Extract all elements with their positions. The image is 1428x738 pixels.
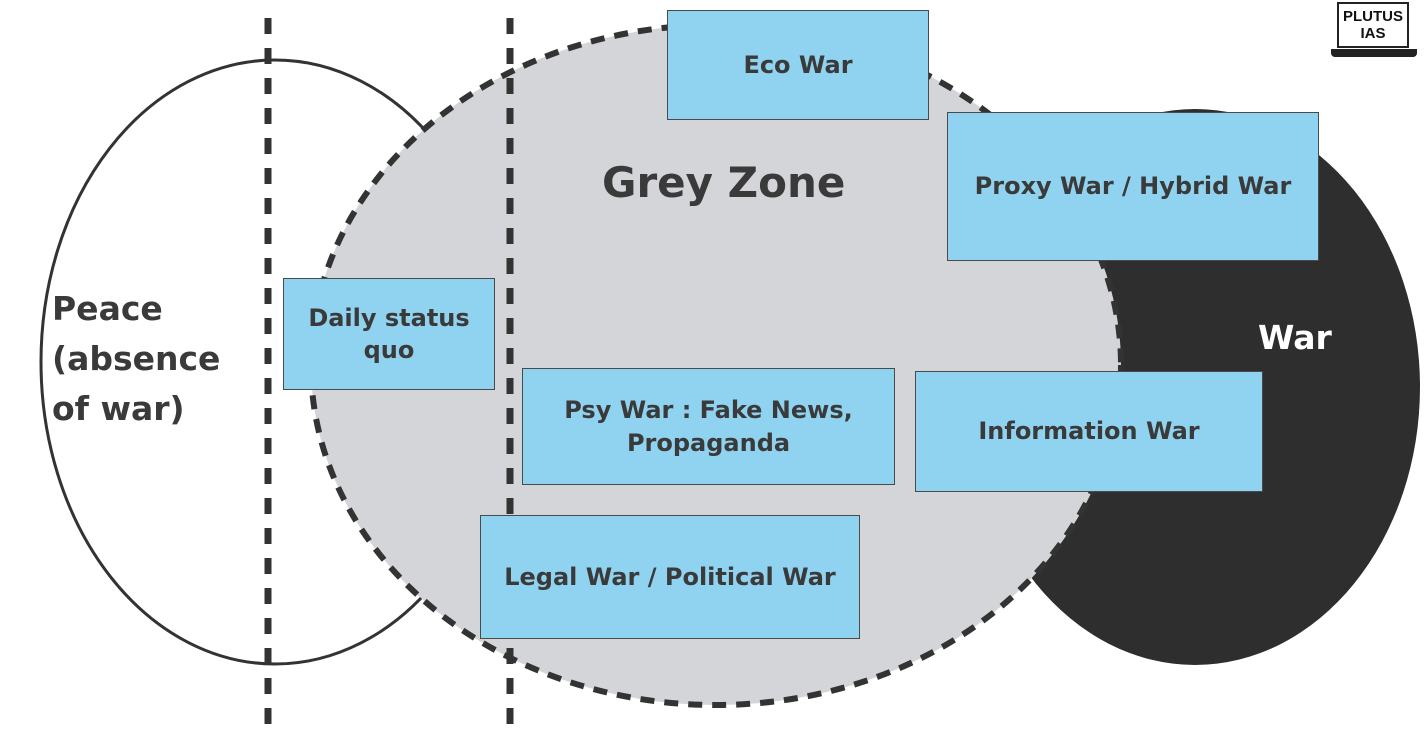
psy-war-line-2: Propaganda — [626, 428, 791, 457]
daily-status-quo-box: Daily status quo — [283, 278, 495, 390]
peace-label-line-2: (absence — [52, 339, 221, 378]
peace-label-line-3: of war) — [52, 389, 185, 428]
plutus-ias-logo: PLUTUS IAS — [1331, 2, 1417, 60]
eco-war-box: Eco War — [667, 10, 929, 120]
logo-line-1: PLUTUS — [1343, 8, 1403, 25]
proxy-war-box: Proxy War / Hybrid War — [947, 112, 1319, 261]
information-war-box: Information War — [915, 371, 1263, 492]
grey-zone-label: Grey Zone — [602, 158, 846, 207]
legal-war-text: Legal War / Political War — [504, 562, 836, 591]
peace-label-line-1: Peace — [52, 289, 163, 328]
information-war-text: Information War — [978, 417, 1200, 446]
proxy-war-text: Proxy War / Hybrid War — [974, 172, 1292, 201]
laptop-icon: PLUTUS IAS — [1337, 2, 1409, 48]
psy-war-line-1: Psy War : Fake News, — [564, 396, 853, 425]
legal-war-box: Legal War / Political War — [480, 515, 860, 639]
eco-war-text: Eco War — [743, 50, 853, 79]
psy-war-box: Psy War : Fake News, Propaganda — [522, 368, 895, 485]
daily-status-quo-line-2: quo — [363, 336, 415, 364]
laptop-base — [1331, 49, 1417, 57]
logo-line-2: IAS — [1360, 25, 1386, 42]
peace-label: Peace (absence of war) — [52, 284, 220, 434]
war-label: War — [1258, 318, 1332, 357]
daily-status-quo-line-1: Daily status — [308, 303, 470, 332]
